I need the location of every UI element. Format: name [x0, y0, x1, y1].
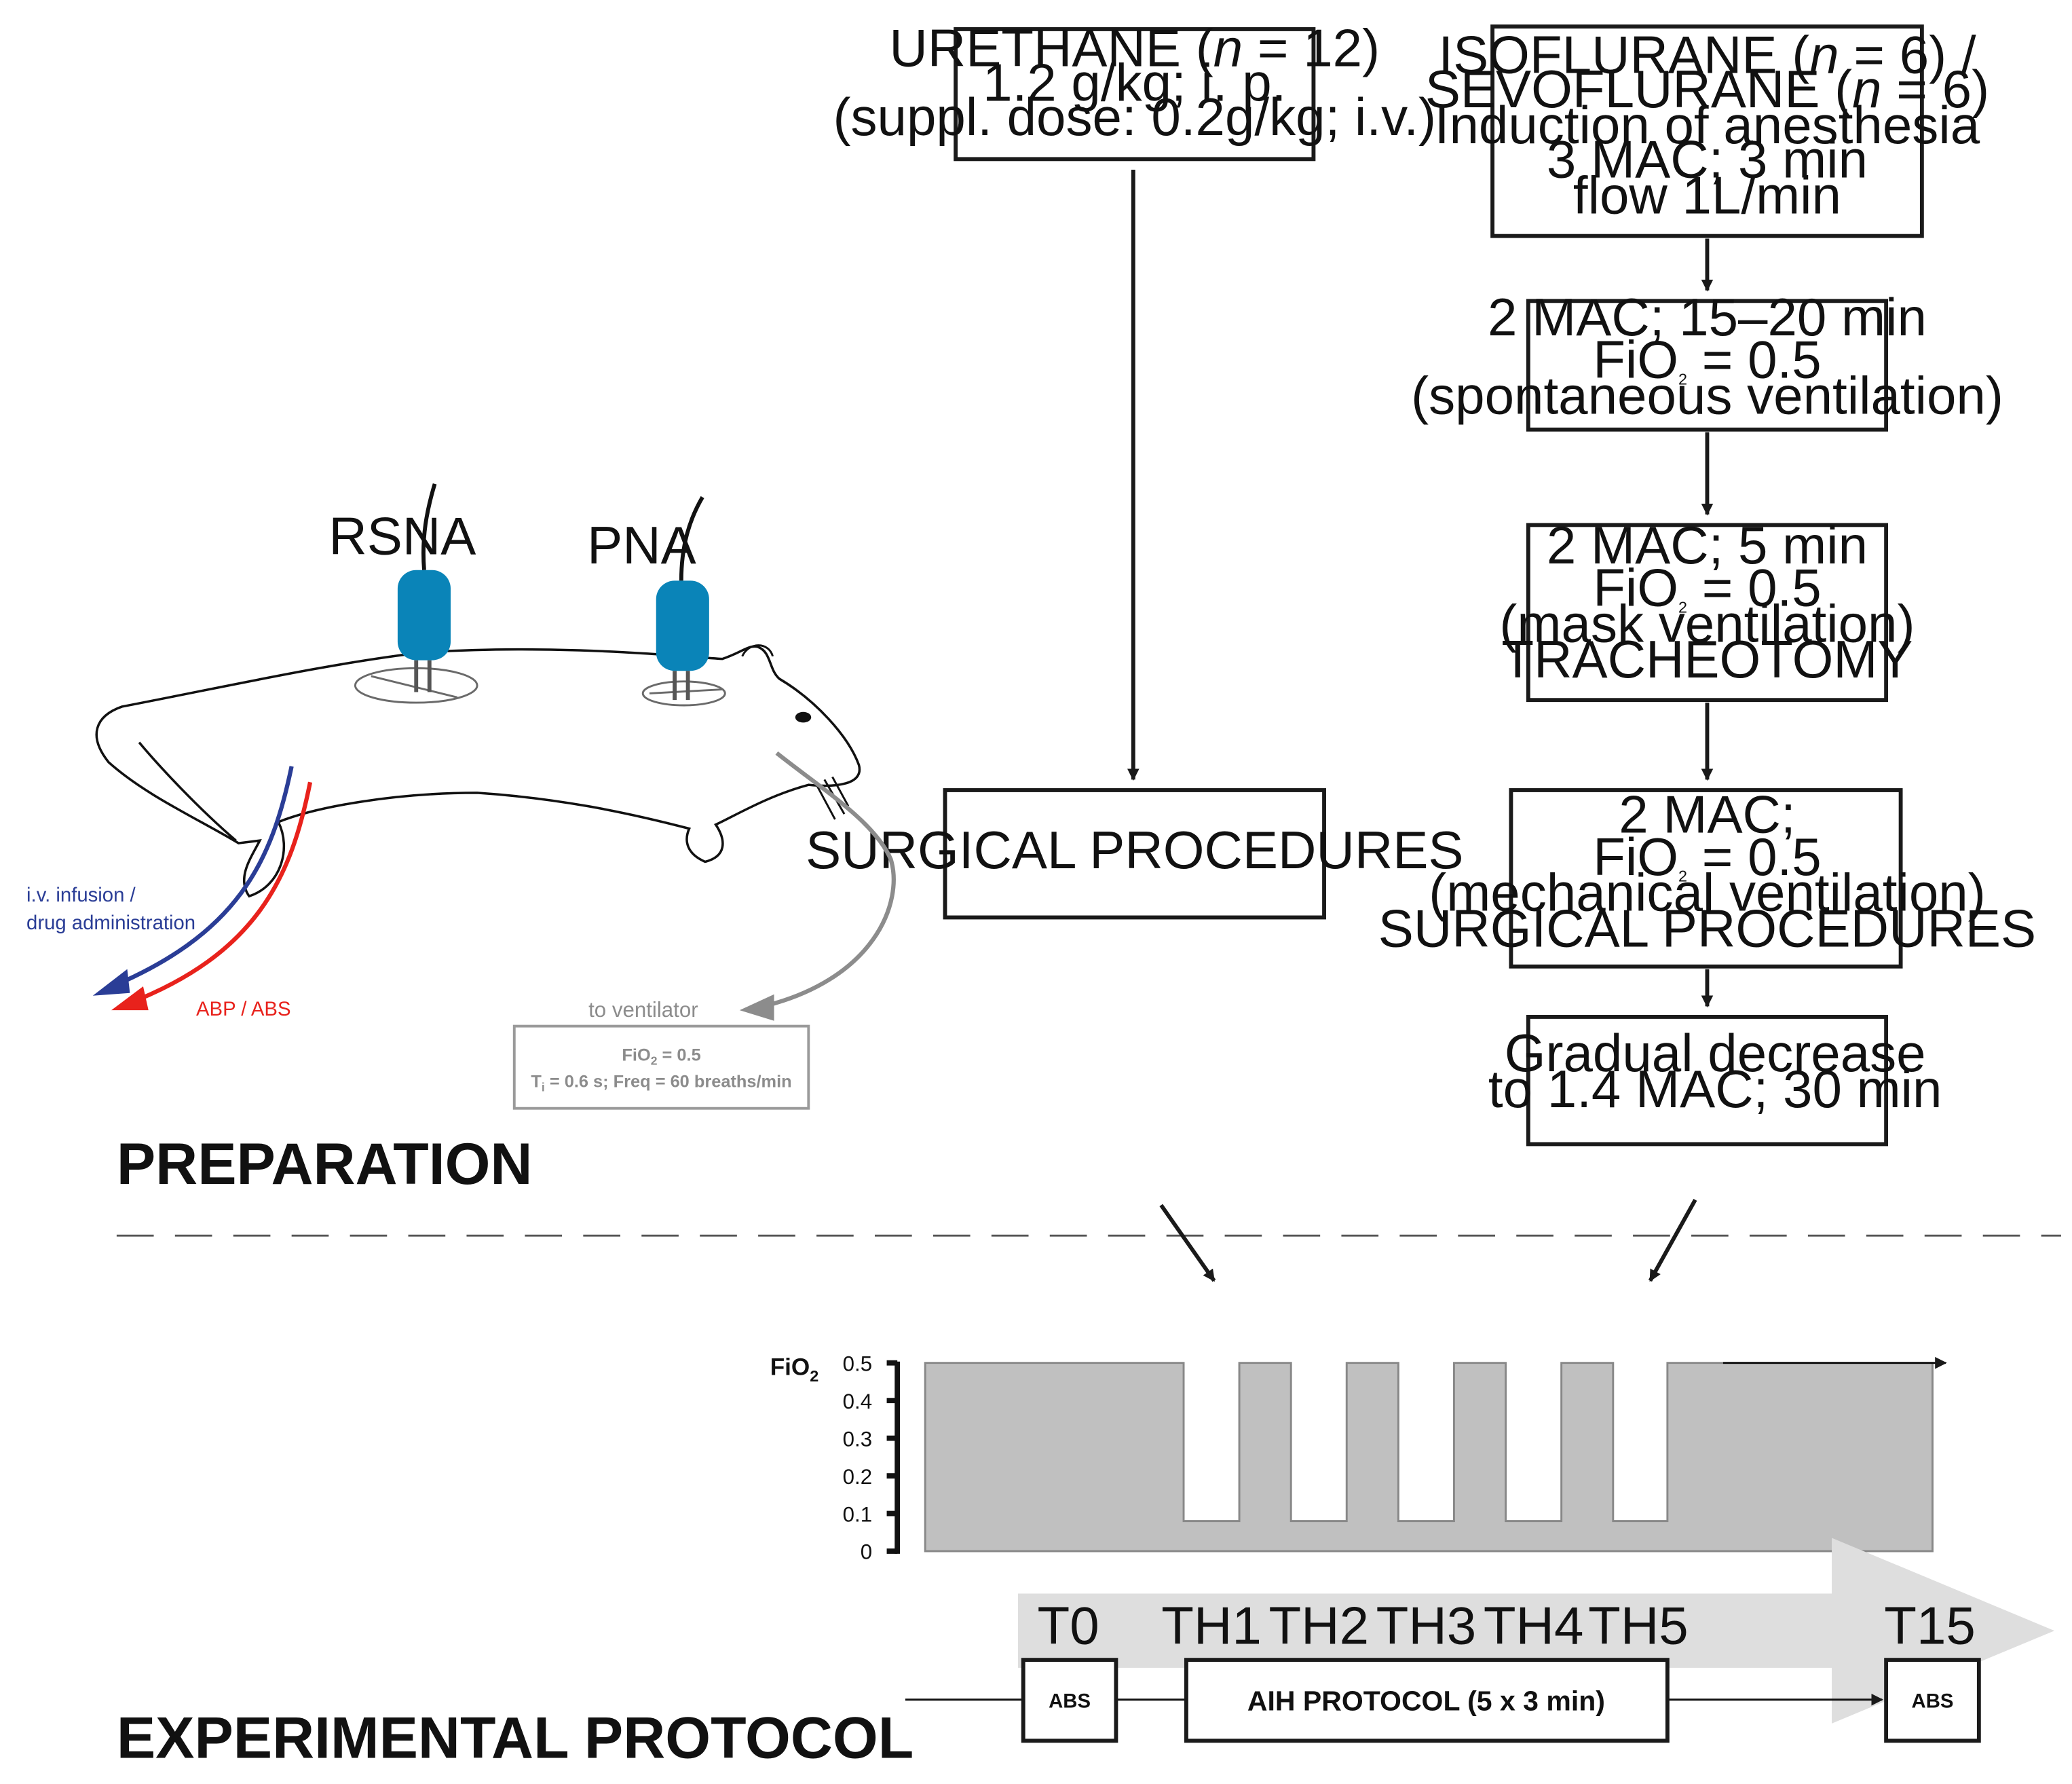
surgical-left-label: SURGICAL PROCEDURES: [806, 820, 1463, 880]
ventilator-tube: [757, 751, 896, 1010]
timeline-label-th4: TH4: [1484, 1596, 1584, 1656]
urethane-to-protocol-arrow: [1159, 1204, 1216, 1282]
fio2-profile: [924, 1362, 1934, 1553]
iv-label-line2: drug administration: [26, 912, 195, 934]
timeline-labels: T0 TH1 TH2 TH3 TH4 TH5 T15: [1038, 1596, 1976, 1656]
surgical-box-left: SURGICAL PROCEDURES: [806, 788, 1463, 920]
fio2-tick-labels: 0 0.1 0.2 0.3 0.4 0.5: [843, 1352, 872, 1563]
step3-box-frame: [1526, 523, 1889, 703]
fio2-tick-5: 0.5: [843, 1352, 872, 1375]
fio2-chart: FiO2 0 0.1 0.2 0.3 0.4 0.5: [770, 1352, 1947, 1564]
rsna-label: RSNA: [328, 506, 476, 565]
abp-arrowhead: [111, 986, 149, 1011]
rsna-electrode-wire: [421, 483, 437, 571]
iso-induction: Induction of anesthesia: [1435, 95, 1980, 155]
iso-line2: SEVOFLURANE (n = 6): [1425, 59, 1989, 119]
iso-flow: flow 1L/min: [1573, 165, 1841, 225]
abs-left-label: ABS: [1049, 1690, 1091, 1712]
aih-protocol-label: AIH PROTOCOL (5 x 3 min): [1247, 1685, 1605, 1716]
step4-ventilation: (mechanical ventilation): [1429, 863, 1986, 923]
pna-incision: [641, 680, 726, 707]
step2-fio2: FiO2 = 0.5: [1593, 330, 1821, 390]
iv-arrowhead: [92, 969, 130, 996]
step5-decrease: Gradual decrease: [1505, 1023, 1926, 1083]
timeline-label-th5: TH5: [1588, 1596, 1689, 1656]
step4-surgical: SURGICAL PROCEDURES: [1378, 898, 2036, 958]
step3-mac: 2 MAC; 5 min: [1547, 515, 1868, 575]
step5-box-frame: [1526, 1015, 1889, 1147]
step3-fio2: FiO2 = 0.5: [1593, 558, 1821, 618]
rat-eye: [795, 711, 812, 723]
fio2-tick-4: 0.4: [843, 1390, 872, 1413]
timeline-label-th1: TH1: [1161, 1596, 1262, 1656]
rat-ear: [741, 644, 774, 657]
timeline-label-t0: T0: [1038, 1596, 1099, 1656]
pna-electrode: [656, 580, 709, 671]
urethane-dose: 1.2 g/kg; i. p.: [983, 52, 1286, 112]
step3-box: 2 MAC; 5 min FiO2 = 0.5 (mask ventilatio…: [1499, 515, 1915, 703]
abs-box-right: [1884, 1658, 1981, 1743]
step4-box: 2 MAC; FiO2 = 0.5 (mechanical ventilatio…: [1378, 784, 2036, 969]
fio2-tick-marks: [886, 1360, 898, 1554]
urethane-supplement: (suppl. dose: 0.2g/kg; i.v.): [833, 87, 1436, 147]
rat-body: [95, 645, 861, 898]
iso-mac: 3 MAC; 3 min: [1547, 130, 1868, 189]
timeline-label-th3: TH3: [1376, 1596, 1477, 1656]
step2-box-frame: [1526, 299, 1889, 432]
iv-catheter: [105, 766, 294, 991]
timeline-label-th2: TH2: [1268, 1596, 1369, 1656]
iso-line1: ISOFLURANE (n = 6) /: [1438, 24, 1976, 84]
ventilator-fio2: FiO2 = 0.5: [622, 1045, 700, 1067]
step2-box: 2 MAC; 15–20 min FiO2 = 0.5 (spontaneous…: [1411, 287, 2003, 432]
timeline-label-t15: T15: [1884, 1596, 1976, 1656]
step5-target: to 1.4 MAC; 30 min: [1488, 1059, 1942, 1119]
pna-label: PNA: [587, 515, 696, 575]
urethane-line1: URETHANE (n = 12): [889, 18, 1380, 78]
abp-catheter: [124, 781, 313, 1007]
rsna-electrode: [397, 570, 451, 661]
fio2-tick-1: 0.1: [843, 1502, 872, 1526]
iv-label-line1: i.v. infusion /: [26, 884, 136, 906]
step4-mac: 2 MAC;: [1619, 784, 1795, 844]
fio2-tick-3: 0.3: [843, 1427, 872, 1451]
ventilator-arrowhead: [739, 994, 774, 1021]
timeline: T0 TH1 TH2 TH3 TH4 TH5 T15 ABS AIH PROTO…: [905, 1538, 2055, 1743]
abp-label: ABP / ABS: [196, 998, 290, 1020]
rat-tail: [138, 741, 237, 842]
aih-protocol-box: [1184, 1658, 1670, 1743]
to-ventilator-label: to ventilator: [588, 998, 698, 1022]
urethane-box-frame: [954, 27, 1316, 162]
step2-ventilation: (spontaneous ventilation): [1411, 365, 2003, 425]
step3-ventilation: (mask ventilation): [1499, 593, 1915, 653]
rat-illustration: RSNA PNA i.v. infusion / drug administra…: [26, 483, 896, 1110]
step5-box: Gradual decrease to 1.4 MAC; 30 min: [1488, 1015, 1942, 1147]
surgical-box-left-frame: [943, 788, 1326, 920]
ventilator-settings-box: [512, 1024, 810, 1110]
pna-electrode-wire: [679, 496, 704, 581]
abs-right-label: ABS: [1912, 1690, 1954, 1712]
timeline-big-arrow: [1017, 1538, 2055, 1724]
iso-box-frame: [1490, 24, 1924, 238]
experimental-protocol-heading: EXPERIMENTAL PROTOCOL: [117, 1706, 913, 1771]
step4-fio2: FiO2 = 0.5: [1593, 827, 1821, 887]
urethane-box: URETHANE (n = 12) 1.2 g/kg; i. p. (suppl…: [833, 18, 1436, 162]
fio2-tick-0: 0: [861, 1540, 872, 1564]
step4-box-frame: [1509, 788, 1903, 969]
step2-mac: 2 MAC; 15–20 min: [1488, 287, 1927, 347]
iso-to-protocol-arrow: [1648, 1199, 1697, 1282]
ventilator-timing: Ti = 0.6 s; Freq = 60 breaths/min: [531, 1072, 791, 1094]
step3-tracheotomy: TRACHEOTOMY: [1501, 629, 1913, 689]
fio2-tick-2: 0.2: [843, 1465, 872, 1489]
preparation-heading: PREPARATION: [117, 1132, 533, 1197]
abs-box-left: [1021, 1658, 1118, 1743]
iso-box: ISOFLURANE (n = 6) / SEVOFLURANE (n = 6)…: [1425, 24, 1989, 238]
fio2-axis-label: FiO2: [770, 1354, 819, 1385]
